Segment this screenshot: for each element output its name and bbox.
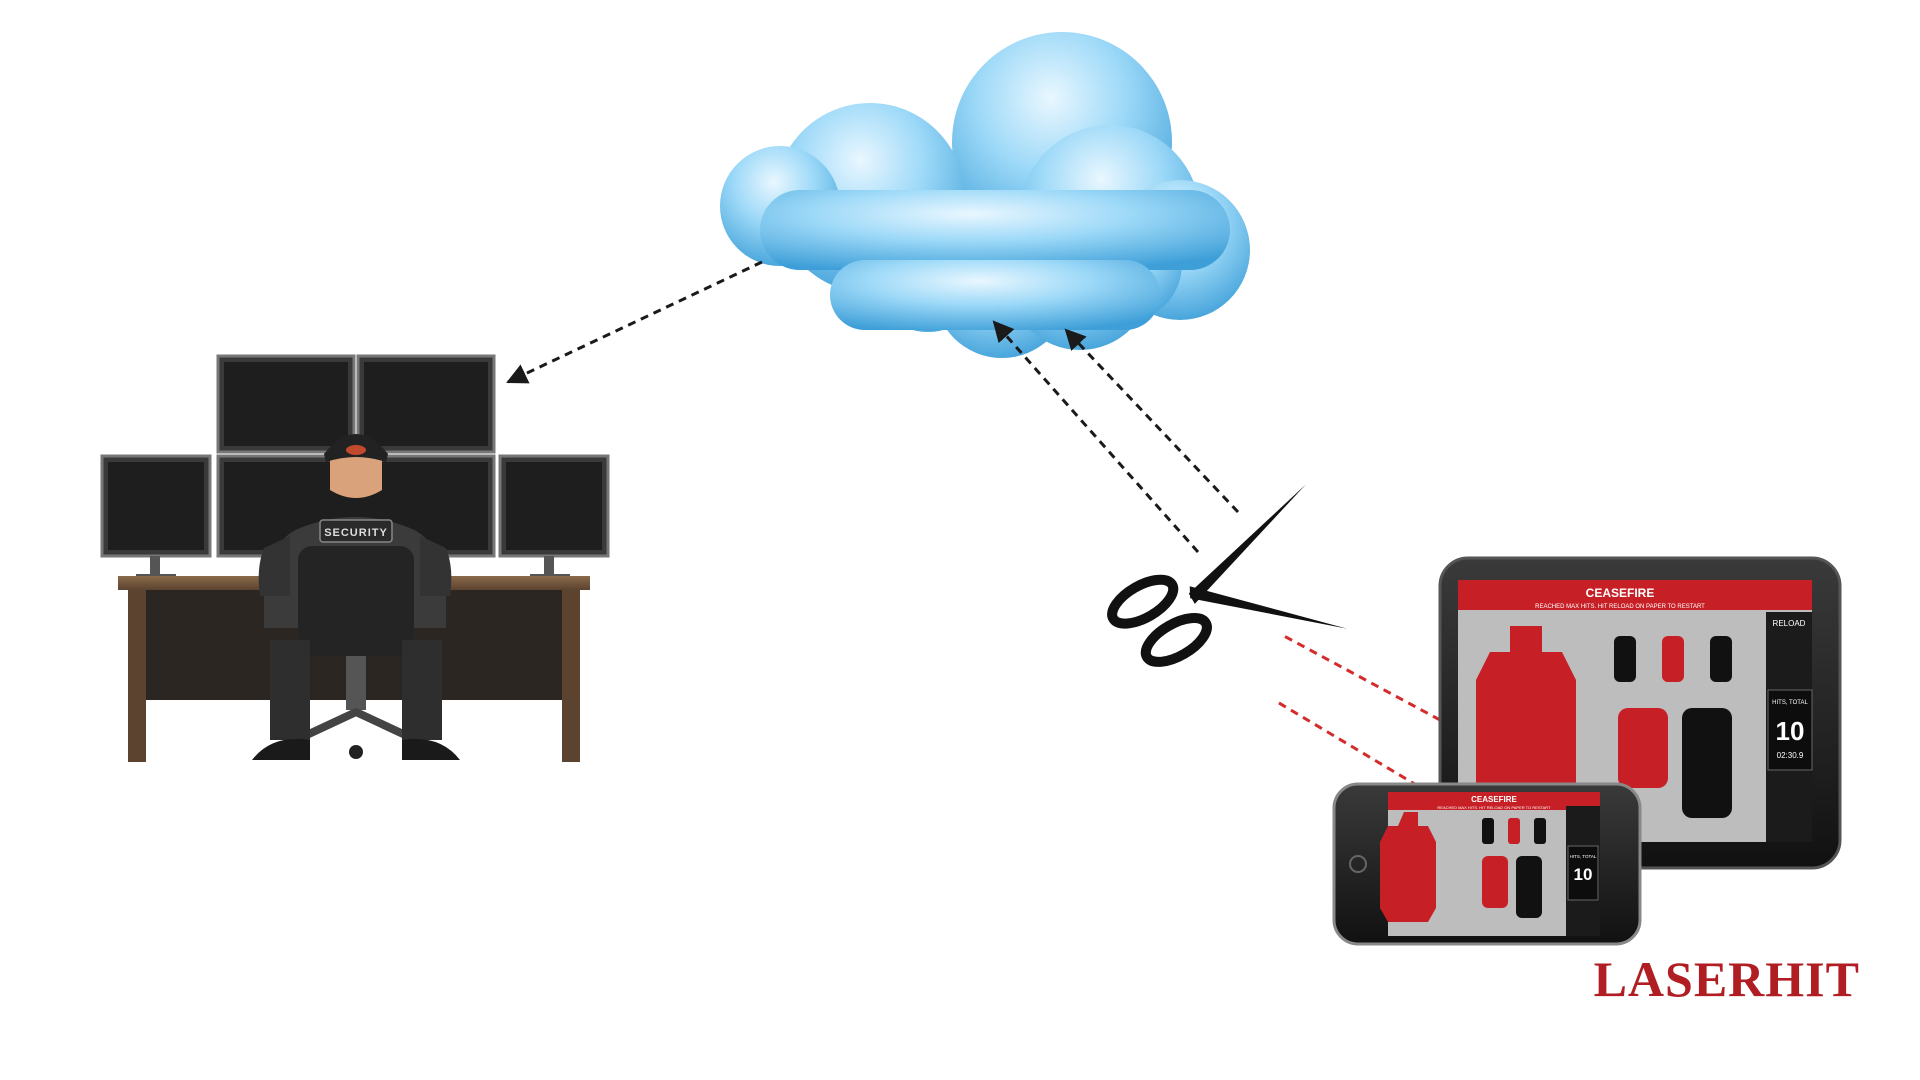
office-chair [298, 546, 414, 656]
phone-banner-title: CEASEFIRE [1471, 795, 1517, 804]
cut-link-red [1283, 634, 1441, 722]
monitor-screen [364, 362, 488, 446]
cut-link-red [1273, 698, 1419, 788]
laserhit-logo: LASERHIT [1594, 951, 1860, 1007]
monitor-screen [224, 362, 348, 446]
jacket-badge [319, 519, 393, 543]
tablet-banner-title: CEASEFIRE [1586, 586, 1655, 600]
phone-banner-subtitle: REACHED MAX HITS. HIT RELOAD ON PAPER TO… [1437, 805, 1551, 810]
tablet-hits-value: 10 [1776, 716, 1805, 746]
phone-hits-value: 10 [1574, 865, 1593, 884]
cloud-icon [720, 32, 1250, 358]
target-silhouette [1380, 812, 1436, 922]
scissors-icon [1107, 484, 1348, 667]
phone-hits-label: HITS, TOTAL [1570, 854, 1597, 859]
target-silhouette [1682, 708, 1732, 818]
target-silhouette [1618, 708, 1668, 788]
security-guard: SECURITY [252, 434, 460, 760]
tablet-hits-label: HITS, TOTAL [1772, 700, 1808, 706]
tablet-banner [1458, 580, 1812, 610]
target-silhouette [1614, 636, 1636, 682]
target-silhouette [1662, 636, 1684, 682]
monitor-screen [506, 462, 602, 550]
data-flow-arrows [506, 260, 1441, 788]
security-operator-workstation: SECURITY [100, 354, 610, 762]
cloud-to-operator-arrow [506, 260, 763, 384]
phone-home-button [1349, 855, 1367, 873]
reload-label: RELOAD [1773, 619, 1806, 628]
phone-banner [1388, 792, 1600, 810]
target-silhouette [1710, 636, 1732, 682]
jacket-label: SECURITY [324, 527, 388, 539]
tablet-banner-subtitle: REACHED MAX HITS. HIT RELOAD ON PAPER TO… [1535, 604, 1705, 610]
device-to-cloud-arrow [1064, 328, 1240, 514]
tablet-timer: 02:30.9 [1777, 751, 1804, 760]
device-to-cloud-arrow [992, 320, 1200, 553]
target-silhouette [1476, 626, 1576, 812]
phone-device: CEASEFIRE REACHED MAX HITS. HIT RELOAD O… [1332, 782, 1642, 946]
monitor-screen [108, 462, 204, 550]
